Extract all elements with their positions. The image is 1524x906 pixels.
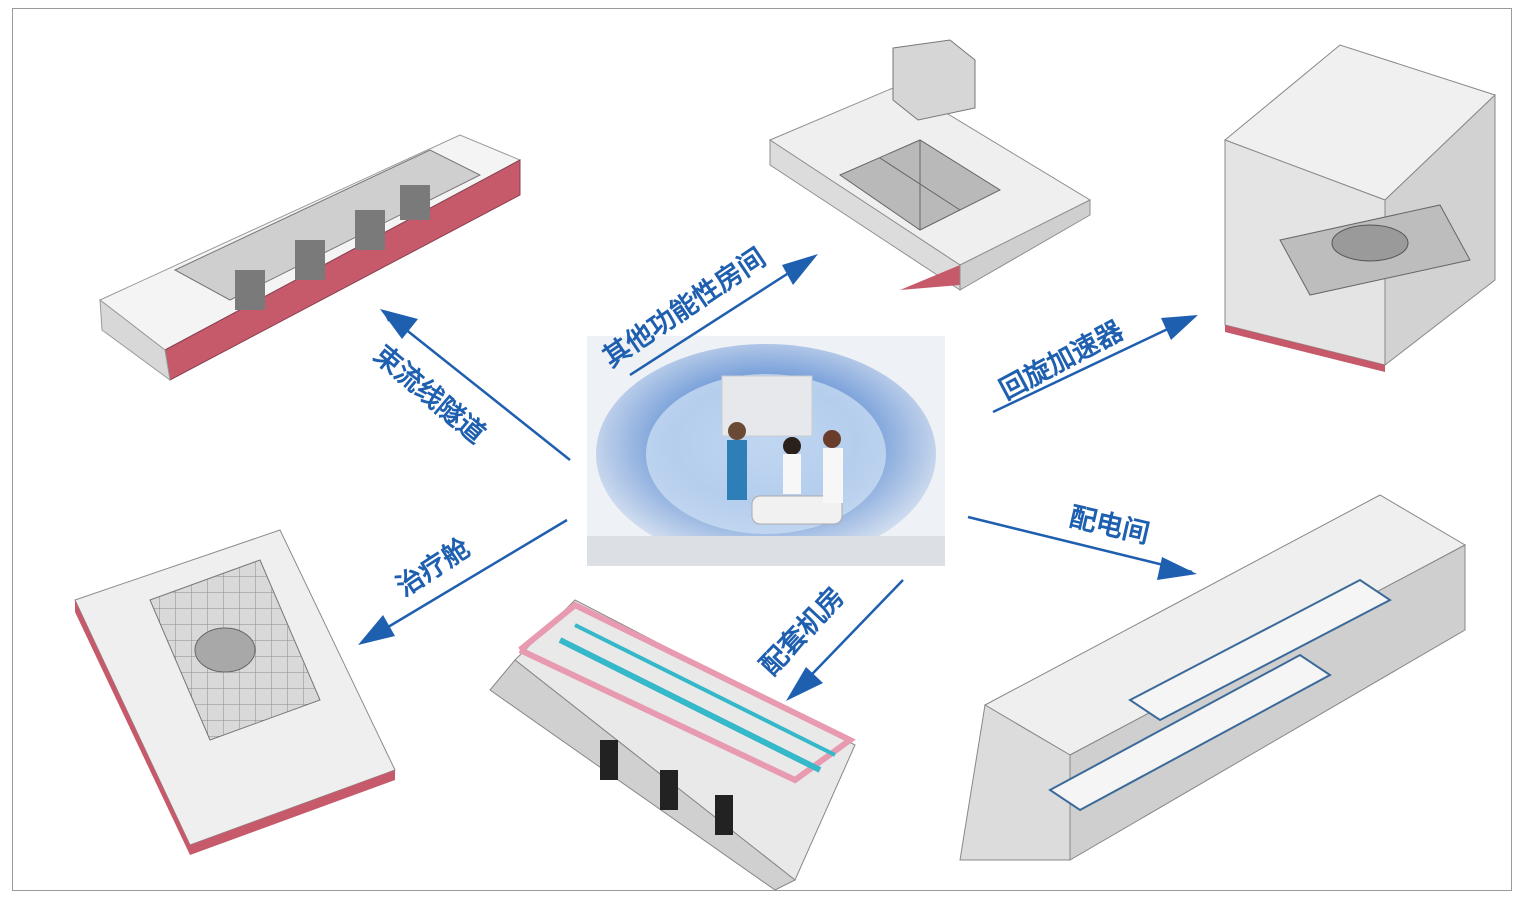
label-cyclotron: 回旋加速器	[995, 315, 1130, 406]
arrowhead-auxiliary	[786, 667, 823, 701]
arrow-treatment	[362, 518, 568, 644]
arrowhead-power	[1157, 557, 1197, 580]
arrow-beamline	[383, 311, 571, 461]
figure-frame	[12, 8, 1512, 891]
other-rooms-model	[768, 39, 1092, 291]
label-other: 其他功能性房间	[597, 242, 772, 374]
label-beamline: 束流线隧道	[368, 339, 492, 450]
arrow-cyclotron	[992, 315, 1194, 414]
treatment-room-image	[587, 336, 945, 566]
arrowhead-cyclotron	[1161, 315, 1198, 340]
arrow-power	[967, 515, 1193, 574]
treatment-cabin-model	[74, 529, 396, 855]
label-auxiliary: 配套机房	[754, 582, 850, 682]
auxiliary-room-model	[489, 599, 856, 891]
power-room-model	[959, 494, 1467, 861]
beamline-tunnel-model	[99, 134, 522, 382]
arrow-other	[629, 256, 813, 377]
cyclotron-model	[1224, 44, 1496, 372]
label-treatment: 治疗舱	[390, 531, 476, 602]
arrowhead-treatment	[358, 615, 395, 645]
arrowhead-beamline	[380, 309, 418, 339]
treatment-room-photo	[587, 336, 945, 566]
arrowhead-other	[782, 254, 818, 285]
label-power: 配电间	[1066, 502, 1152, 550]
